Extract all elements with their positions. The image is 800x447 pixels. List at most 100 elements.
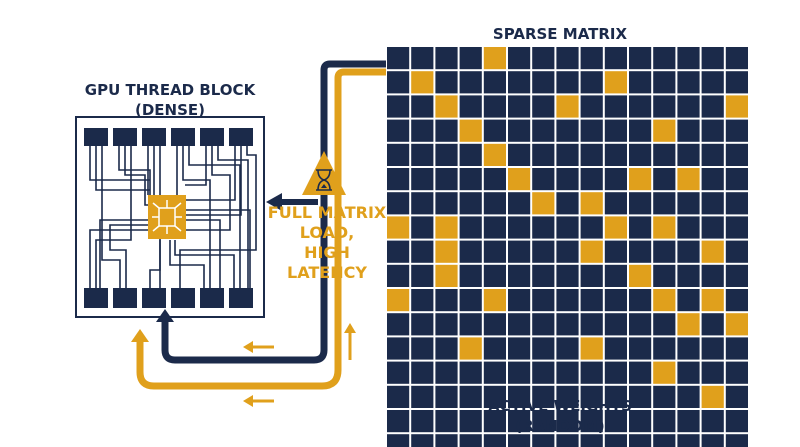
matrix-cell [580, 289, 603, 312]
matrix-cell [387, 434, 410, 447]
hourglass-warning-icon [302, 151, 346, 195]
matrix-cell [435, 143, 458, 166]
matrix-cell [653, 168, 676, 191]
matrix-cell [604, 119, 627, 142]
matrix-cell [629, 240, 652, 263]
matrix-cell [725, 47, 748, 70]
matrix-cell [459, 264, 482, 287]
matrix-cell [411, 337, 434, 360]
matrix-cell [725, 119, 748, 142]
matrix-cell [483, 95, 506, 118]
sparse-matrix-title: SPARSE MATRIX [492, 25, 628, 43]
matrix-cell [483, 337, 506, 360]
matrix-cell [532, 240, 555, 263]
matrix-cell [629, 95, 652, 118]
matrix-cell [459, 95, 482, 118]
matrix-cell [653, 264, 676, 287]
matrix-cell [435, 47, 458, 70]
matrix-cell [411, 434, 434, 447]
matrix-cell [604, 192, 627, 215]
flow-up-arrow-icon [344, 323, 356, 360]
active-weight-cell [411, 71, 434, 94]
matrix-cell [629, 337, 652, 360]
matrix-cell [483, 119, 506, 142]
matrix-cell [653, 385, 676, 408]
matrix-cell [725, 216, 748, 239]
matrix-cell [556, 289, 579, 312]
matrix-cell [629, 313, 652, 336]
matrix-cell [532, 95, 555, 118]
matrix-cell [508, 385, 531, 408]
active-weight-cell [435, 216, 458, 239]
matrix-cell [580, 95, 603, 118]
matrix-cell [387, 143, 410, 166]
warning-line1: FULL MATRIX [267, 203, 387, 222]
matrix-cell [604, 385, 627, 408]
navy-data-path [161, 60, 386, 364]
active-weights-caption: ACTIVE WEIGHTS (RANDOM) [470, 396, 650, 436]
matrix-cell [508, 264, 531, 287]
matrix-cell [411, 95, 434, 118]
matrix-cell [387, 95, 410, 118]
matrix-cell [411, 313, 434, 336]
matrix-cell [556, 361, 579, 384]
matrix-cell [556, 410, 579, 433]
sparse-matrix-grid [386, 46, 749, 447]
matrix-cell [556, 168, 579, 191]
matrix-cell [653, 434, 676, 447]
matrix-cell [387, 313, 410, 336]
active-weight-cell [483, 143, 506, 166]
matrix-cell [483, 71, 506, 94]
matrix-cell [725, 289, 748, 312]
matrix-cell [532, 385, 555, 408]
matrix-cell [725, 240, 748, 263]
matrix-cell [677, 385, 700, 408]
matrix-cell [459, 410, 482, 433]
matrix-cell [580, 264, 603, 287]
matrix-cell [435, 289, 458, 312]
matrix-cell [387, 385, 410, 408]
matrix-cell [532, 119, 555, 142]
matrix-cell [387, 47, 410, 70]
matrix-cell [701, 313, 724, 336]
active-weight-cell [677, 168, 700, 191]
matrix-cell [508, 71, 531, 94]
matrix-cell [604, 434, 627, 447]
matrix-cell [532, 168, 555, 191]
matrix-cell [604, 240, 627, 263]
matrix-cell [435, 192, 458, 215]
active-weight-cell [580, 337, 603, 360]
matrix-cell [653, 71, 676, 94]
active-weight-cell [532, 192, 555, 215]
matrix-cell [677, 192, 700, 215]
matrix-cell [701, 216, 724, 239]
matrix-cell [387, 71, 410, 94]
active-weight-cell [435, 240, 458, 263]
matrix-cell [725, 337, 748, 360]
matrix-cell [580, 410, 603, 433]
matrix-cell [677, 337, 700, 360]
matrix-cell [483, 192, 506, 215]
active-weight-cell [459, 337, 482, 360]
active-weight-cell [604, 71, 627, 94]
gold-up-arrow-icon [131, 329, 149, 342]
matrix-cell [435, 337, 458, 360]
matrix-cell [459, 143, 482, 166]
matrix-cell [387, 410, 410, 433]
matrix-cell [459, 361, 482, 384]
active-weight-cell [653, 361, 676, 384]
matrix-cell [677, 289, 700, 312]
matrix-cell [508, 47, 531, 70]
matrix-cell [604, 289, 627, 312]
matrix-cell [387, 264, 410, 287]
matrix-cell [556, 47, 579, 70]
matrix-cell [508, 95, 531, 118]
matrix-cell [677, 361, 700, 384]
matrix-cell [580, 313, 603, 336]
matrix-cell [459, 289, 482, 312]
matrix-cell [701, 168, 724, 191]
matrix-cell [701, 434, 724, 447]
matrix-cell [677, 143, 700, 166]
matrix-cell [411, 385, 434, 408]
matrix-cell [508, 119, 531, 142]
